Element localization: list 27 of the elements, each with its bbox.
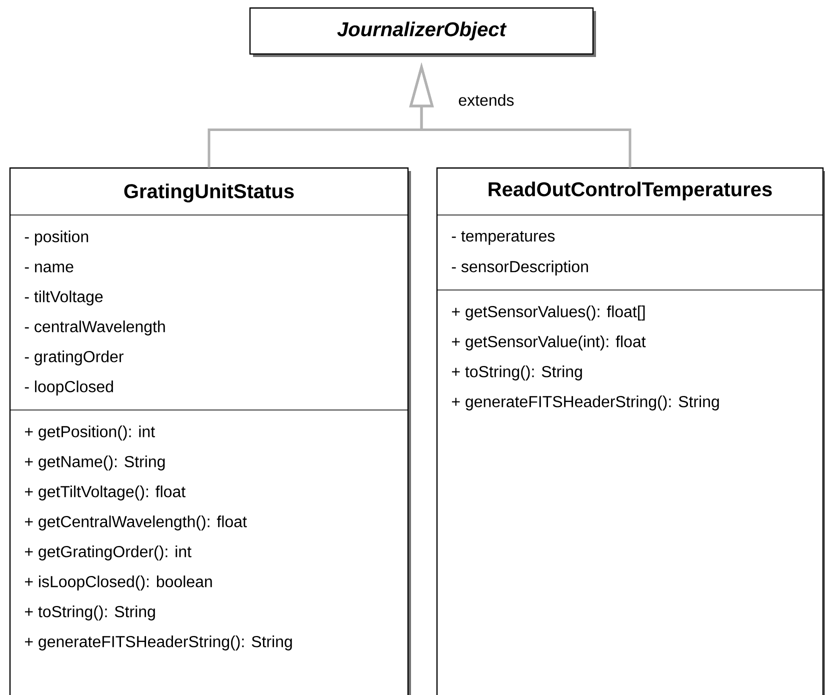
class-name: JournalizerObject: [337, 22, 507, 40]
edge-label: extends: [457, 93, 516, 107]
method-text: + getSensorValues(): float[]: [452, 306, 645, 320]
class-name: GratingUnitStatus: [124, 184, 294, 202]
attribute-text: - name: [24, 264, 74, 272]
attribute-text: - centralWavelength: [24, 320, 165, 336]
method-text: + getPosition(): int: [25, 426, 155, 440]
attribute-text: - position: [24, 230, 88, 246]
attribute-text: - temperatures: [452, 231, 555, 245]
class-name: ReadOutControlTemperatures: [488, 182, 772, 200]
method-text: + toString(): String: [452, 366, 582, 380]
method-text: + getCentralWavelength(): float: [25, 516, 247, 530]
attribute-text: - gratingOrder: [24, 350, 124, 366]
method-text: + getSensorValue(int): float: [452, 336, 646, 350]
method-text: + getName(): String: [25, 456, 165, 470]
method-text: + toString(): String: [25, 606, 155, 620]
method-text: + isLoopClosed(): boolean: [25, 576, 212, 590]
attribute-text: - loopClosed: [24, 380, 113, 396]
method-text: + getGratingOrder(): int: [25, 546, 192, 560]
class-box: [9, 167, 411, 695]
attribute-text: - tiltVoltage: [24, 290, 103, 306]
class-box: [249, 7, 596, 57]
method-text: + generateFITSHeaderString(): String: [452, 396, 719, 410]
method-text: + generateFITSHeaderString(): String: [25, 636, 292, 650]
attribute-text: - sensorDescription: [452, 260, 588, 276]
class-box: [436, 167, 825, 695]
method-text: + getTiltVoltage(): float: [25, 486, 186, 500]
